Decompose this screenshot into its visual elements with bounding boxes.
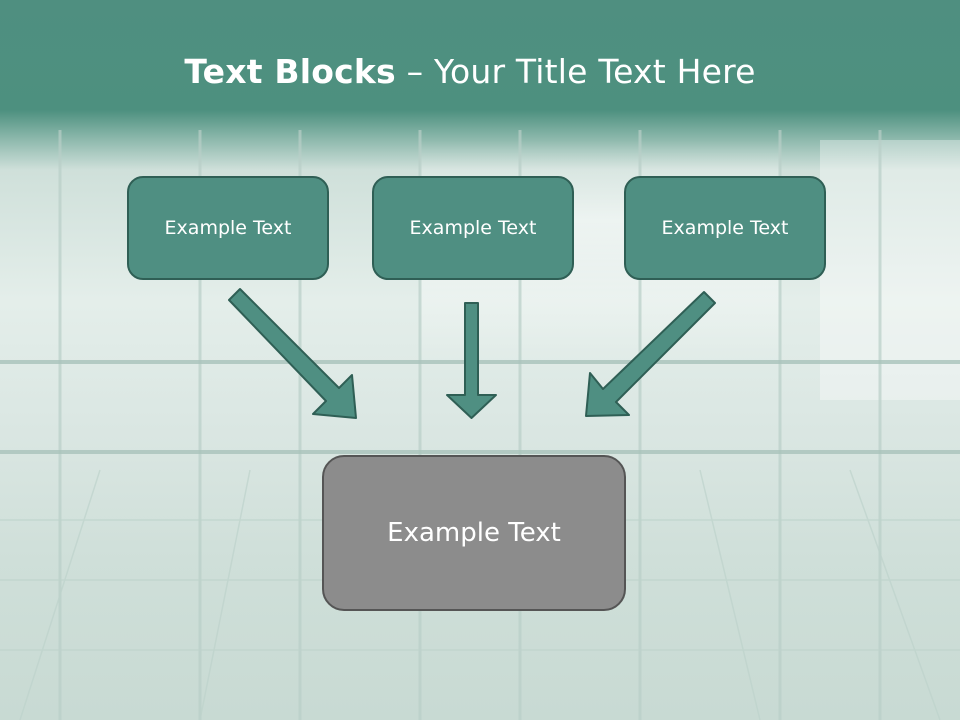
target-block[interactable]: Example Text: [322, 455, 626, 611]
text-block-3-label: Example Text: [661, 217, 789, 239]
text-block-2[interactable]: Example Text: [372, 176, 574, 280]
slide-title-rest: – Your Title Text Here: [395, 52, 756, 91]
text-block-2-label: Example Text: [409, 217, 537, 239]
text-block-1[interactable]: Example Text: [127, 176, 329, 280]
arrow-middle: [446, 302, 497, 419]
arrow-right: [585, 291, 716, 417]
text-block-3[interactable]: Example Text: [624, 176, 826, 280]
target-block-label: Example Text: [387, 518, 561, 548]
arrow-left: [228, 288, 357, 419]
slide-title: Text Blocks – Your Title Text Here: [0, 52, 940, 91]
slide-title-bold: Text Blocks: [184, 52, 396, 91]
text-block-1-label: Example Text: [164, 217, 292, 239]
